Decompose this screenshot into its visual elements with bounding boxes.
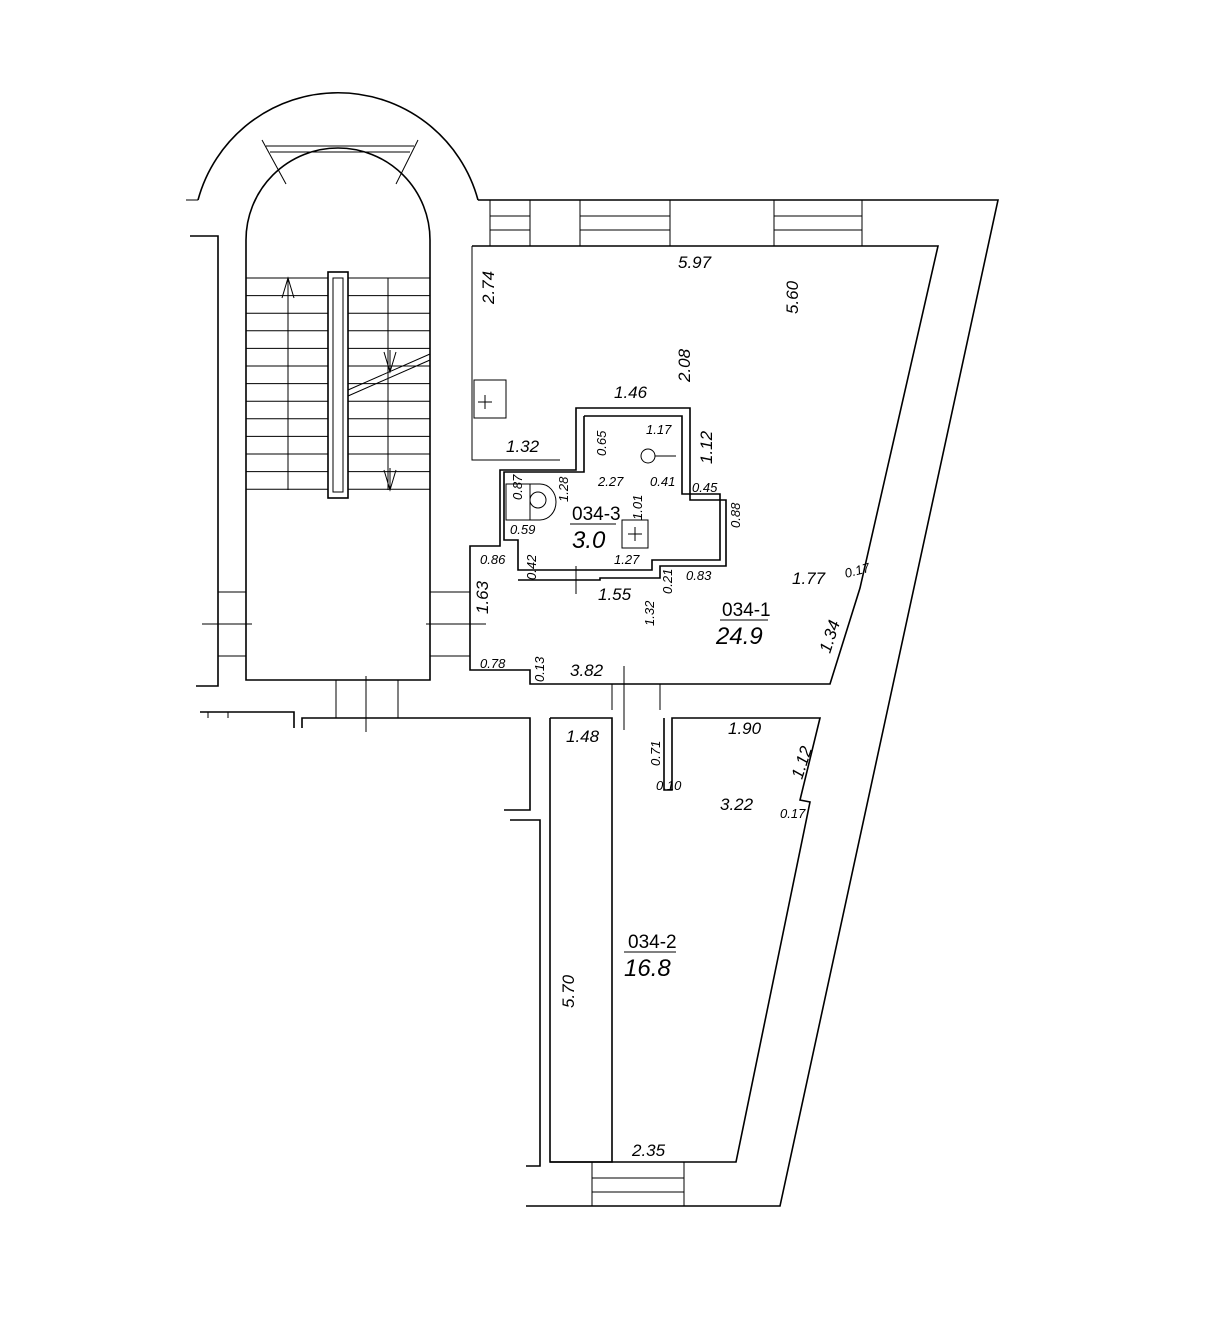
dimensions: 5.97 2.74 5.60 2.08 1.46 1.32 1.12 1.17 …	[473, 253, 872, 1160]
dim-1-27: 1.27	[614, 552, 640, 567]
room-id-034-2: 034-2	[628, 932, 677, 953]
dim-1-28: 1.28	[556, 476, 571, 502]
room-id-034-3: 034-3	[572, 504, 621, 525]
dim-0-21: 0.21	[660, 569, 675, 594]
staircase	[186, 91, 541, 1167]
dim-2-27: 2.27	[597, 474, 624, 489]
stair-stringer	[327, 271, 349, 499]
staircase-outer-arch	[197, 91, 479, 201]
dim-3-22: 3.22	[720, 795, 754, 814]
dim-1-12-bot: 1.12	[788, 743, 816, 781]
room-label-034-3: 034-3 3.0	[570, 504, 621, 554]
dim-0-42: 0.42	[524, 554, 539, 580]
dim-0-13: 0.13	[532, 656, 547, 682]
dim-0-45: 0.45	[692, 480, 718, 495]
room-area-034-3: 3.0	[572, 527, 606, 554]
dim-0-78: 0.78	[480, 656, 506, 671]
dim-0-87: 0.87	[510, 474, 525, 500]
dim-1-63: 1.63	[473, 580, 492, 614]
dim-1-17: 1.17	[646, 422, 672, 437]
shower-box	[621, 519, 649, 549]
toilet-icon	[505, 483, 557, 521]
room-034-2	[549, 717, 822, 1163]
dim-1-32-mid: 1.32	[642, 600, 657, 626]
dim-0-59: 0.59	[510, 522, 535, 537]
stair-treads	[246, 277, 430, 490]
room-area-034-2: 16.8	[624, 955, 671, 982]
dim-0-83: 0.83	[686, 568, 712, 583]
staircase-inner-wall	[245, 147, 431, 681]
dim-1-46: 1.46	[614, 383, 648, 402]
stair-down-arrow	[383, 350, 397, 492]
dim-5-70: 5.70	[559, 974, 578, 1008]
dim-3-82: 3.82	[570, 661, 604, 680]
outer-wall	[478, 199, 999, 1207]
room-label-034-1: 034-1 24.9	[715, 600, 771, 650]
dim-1-12-top: 1.12	[697, 430, 716, 464]
sink-icon	[640, 448, 676, 464]
dim-0-86: 0.86	[480, 552, 506, 567]
dim-2-35: 2.35	[631, 1141, 666, 1160]
dim-0-17-bot: 0.17	[780, 806, 806, 821]
arch-window	[261, 139, 419, 185]
dim-1-77: 1.77	[792, 569, 826, 588]
dim-1-01: 1.01	[630, 495, 645, 520]
room-034-3	[503, 415, 721, 594]
dim-0-41: 0.41	[650, 474, 675, 489]
dim-1-90: 1.90	[728, 719, 762, 738]
dim-0-17-top: 0.17	[843, 560, 872, 581]
room-id-034-1: 034-1	[722, 600, 771, 621]
room-area-034-1: 24.9	[715, 623, 763, 650]
dim-2-08: 2.08	[675, 348, 694, 383]
room-034-1	[469, 245, 940, 730]
room-label-034-2: 034-2 16.8	[624, 932, 677, 982]
dim-0-71: 0.71	[648, 741, 663, 766]
dim-1-34: 1.34	[816, 618, 844, 655]
stair-up-arrow	[281, 276, 295, 299]
dim-2-74: 2.74	[479, 271, 498, 305]
dim-0-10: 0.10	[656, 778, 682, 793]
dim-0-65: 0.65	[594, 430, 609, 456]
dim-0-88: 0.88	[728, 502, 743, 528]
dim-1-32-top: 1.32	[506, 437, 540, 456]
dim-5-60: 5.60	[783, 280, 802, 314]
dim-1-55: 1.55	[598, 585, 632, 604]
dim-5-97: 5.97	[678, 253, 712, 272]
fixture-box	[473, 379, 507, 419]
dim-1-48: 1.48	[566, 727, 600, 746]
